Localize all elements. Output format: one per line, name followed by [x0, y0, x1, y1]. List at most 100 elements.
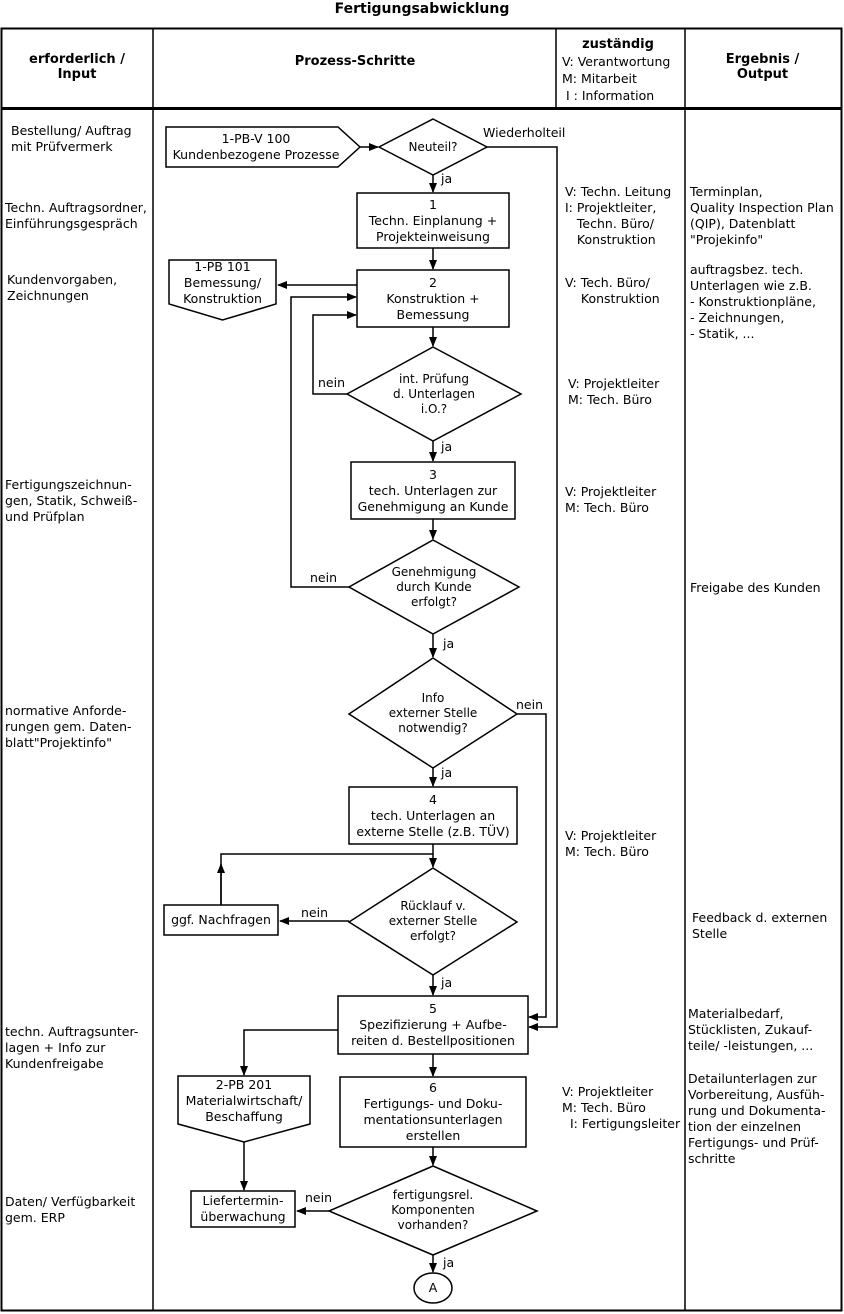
nachfragen-box	[163, 904, 279, 936]
node-line: Techn. Einplanung +	[368, 212, 498, 228]
output-line: "Projekinfo"	[690, 232, 764, 247]
step5-label: 5 Spezifizierung + Aufbe- reiten d. Best…	[338, 996, 528, 1054]
node-line: int. Prüfung	[399, 371, 469, 386]
arrow-info-nein	[517, 713, 547, 1021]
flow-label-ja: ja	[441, 765, 453, 780]
input-2: Techn. Auftragsordner, Einführungsgesprä…	[5, 200, 147, 232]
output-line: rung und Dokumenta-	[688, 1103, 826, 1118]
flow-label-wiederholteil: Wiederholteil	[483, 125, 566, 140]
output-line: Quality Inspection Plan	[690, 200, 834, 215]
flow-label-nein: nein	[301, 905, 329, 920]
fertkomp-label: fertigungsrel. Komponenten vorhanden?	[329, 1166, 537, 1255]
output-1: Terminplan, Quality Inspection Plan (QIP…	[690, 184, 834, 248]
input-line: mit Prüfvermerk	[11, 139, 113, 154]
node-line: i.O.?	[420, 401, 448, 416]
step1-box	[356, 192, 510, 249]
node-line: Komponenten	[391, 1203, 475, 1217]
node-line: fertigungsrel.	[392, 1188, 474, 1202]
resp-line: V: Projektleiter	[568, 376, 660, 391]
nachfragen-label: ggf. Nachfragen	[164, 905, 278, 935]
node-line: mentationsunterlagen	[363, 1112, 503, 1127]
node-line: erstellen	[405, 1128, 461, 1143]
resp-line: V: Projektleiter	[562, 1084, 654, 1099]
output-line: - Statik, ...	[690, 326, 755, 341]
input-line: gen, Statik, Schweiß-	[5, 493, 138, 508]
node-line: Neuteil?	[408, 139, 458, 154]
node-line: d. Unterlagen	[393, 386, 475, 401]
liefer-box	[190, 1190, 296, 1228]
input-line: blatt"Projektinfo"	[5, 735, 112, 750]
node-line: Beschaffung	[205, 1109, 283, 1124]
input-3: Kundenvorgaben, Zeichnungen	[7, 272, 117, 304]
node-line: Materialwirtschaft/	[185, 1093, 303, 1108]
node-line: 1-PB 101	[194, 259, 251, 274]
legend-row: M: Mitarbeit	[562, 71, 637, 86]
pb201-shape	[177, 1075, 311, 1143]
node-line: 2-PB 201	[215, 1077, 273, 1092]
input-line: lagen + Info zur	[5, 1040, 106, 1055]
output-line: Fertigungs- und Prüf-	[688, 1135, 819, 1150]
header-output: Ergebnis / Output	[685, 52, 840, 82]
resp-line: M: Tech. Büro	[565, 844, 649, 859]
resp-line: I: Fertigungsleiter	[562, 1116, 681, 1131]
header-input: erforderlich / Input	[2, 52, 152, 82]
header-input-line: Input	[57, 67, 97, 82]
flow-label-nein: nein	[318, 375, 346, 390]
arrow-genehm-nein	[290, 293, 357, 588]
output-line: schritte	[688, 1151, 736, 1166]
node-line: tech. Unterlagen an	[370, 807, 496, 823]
input-4: Fertigungszeichnun- gen, Statik, Schweiß…	[5, 477, 137, 525]
resp-line: Konstruktion	[565, 291, 660, 306]
header-output-line: Output	[736, 67, 789, 82]
flow-label-nein: nein	[516, 697, 544, 712]
output-line: auftragsbez. tech.	[690, 262, 804, 277]
output-line: Detailunterlagen zur	[688, 1071, 817, 1086]
node-line: Fertigungs- und Doku-	[363, 1096, 503, 1111]
step4-label: 4 tech. Unterlagen an externe Stelle (z.…	[349, 787, 517, 844]
flow-label-nein: nein	[305, 1190, 333, 1205]
flow-label-ja: ja	[443, 1255, 455, 1270]
flow-label-ja: ja	[441, 171, 453, 186]
step5-box	[337, 995, 529, 1055]
input-line: Zeichnungen	[7, 288, 89, 303]
input-line: Fertigungszeichnun-	[5, 477, 132, 492]
legend-row: V: Verantwortung	[562, 54, 671, 69]
node-line: Bemessung	[396, 306, 470, 322]
node-line: Konstruktion	[183, 291, 262, 306]
output-line: Unterlagen wie z.B.	[690, 278, 812, 293]
node-line: Spezifizierung + Aufbe-	[359, 1017, 507, 1032]
resp-line: Konstruktion	[565, 232, 656, 247]
resp-line: V: Tech. Büro/	[565, 275, 650, 290]
header-input-line: erforderlich /	[29, 52, 125, 67]
node-line: 2	[429, 274, 437, 290]
step2-label: 2 Konstruktion + Bemessung	[357, 270, 509, 327]
node-line: durch Kunde	[396, 579, 472, 594]
output-4: Feedback d. externen Stelle	[692, 910, 827, 942]
node-line: Konstruktion +	[386, 290, 480, 306]
output-line: Stelle	[692, 926, 728, 941]
intpruef-label: int. Prüfung d. Unterlagen i.O.?	[347, 347, 521, 441]
ruecklauf-label: Rücklauf v. externer Stelle erfolgt?	[349, 868, 517, 975]
node-line: vorhanden?	[397, 1218, 469, 1232]
flow-label-ja: ja	[443, 636, 455, 651]
flow-label-ja: ja	[441, 975, 453, 990]
resp-line: V: Projektleiter	[565, 484, 657, 499]
node-line: reiten d. Bestellpositionen	[351, 1033, 515, 1048]
input-1: Bestellung/ Auftrag mit Prüfvermerk	[11, 123, 132, 155]
input-6: techn. Auftragsunter- lagen + Info zur K…	[5, 1024, 138, 1072]
step1-label: 1 Techn. Einplanung + Projekteinweisung	[357, 193, 509, 248]
connector-circle	[413, 1272, 453, 1304]
node-line: 4	[429, 791, 437, 807]
table-border	[0, 27, 843, 1312]
connector-label: A	[428, 1280, 438, 1295]
node-line: Projekteinweisung	[376, 228, 490, 244]
node-line: 5	[429, 1001, 437, 1016]
input-7: Daten/ Verfügbarkeit gem. ERP	[5, 1194, 135, 1226]
resp-line: M: Tech. Büro	[562, 1100, 646, 1115]
output-2: auftragsbez. tech. Unterlagen wie z.B. -…	[690, 262, 816, 342]
input-line: Bestellung/ Auftrag	[11, 123, 132, 138]
